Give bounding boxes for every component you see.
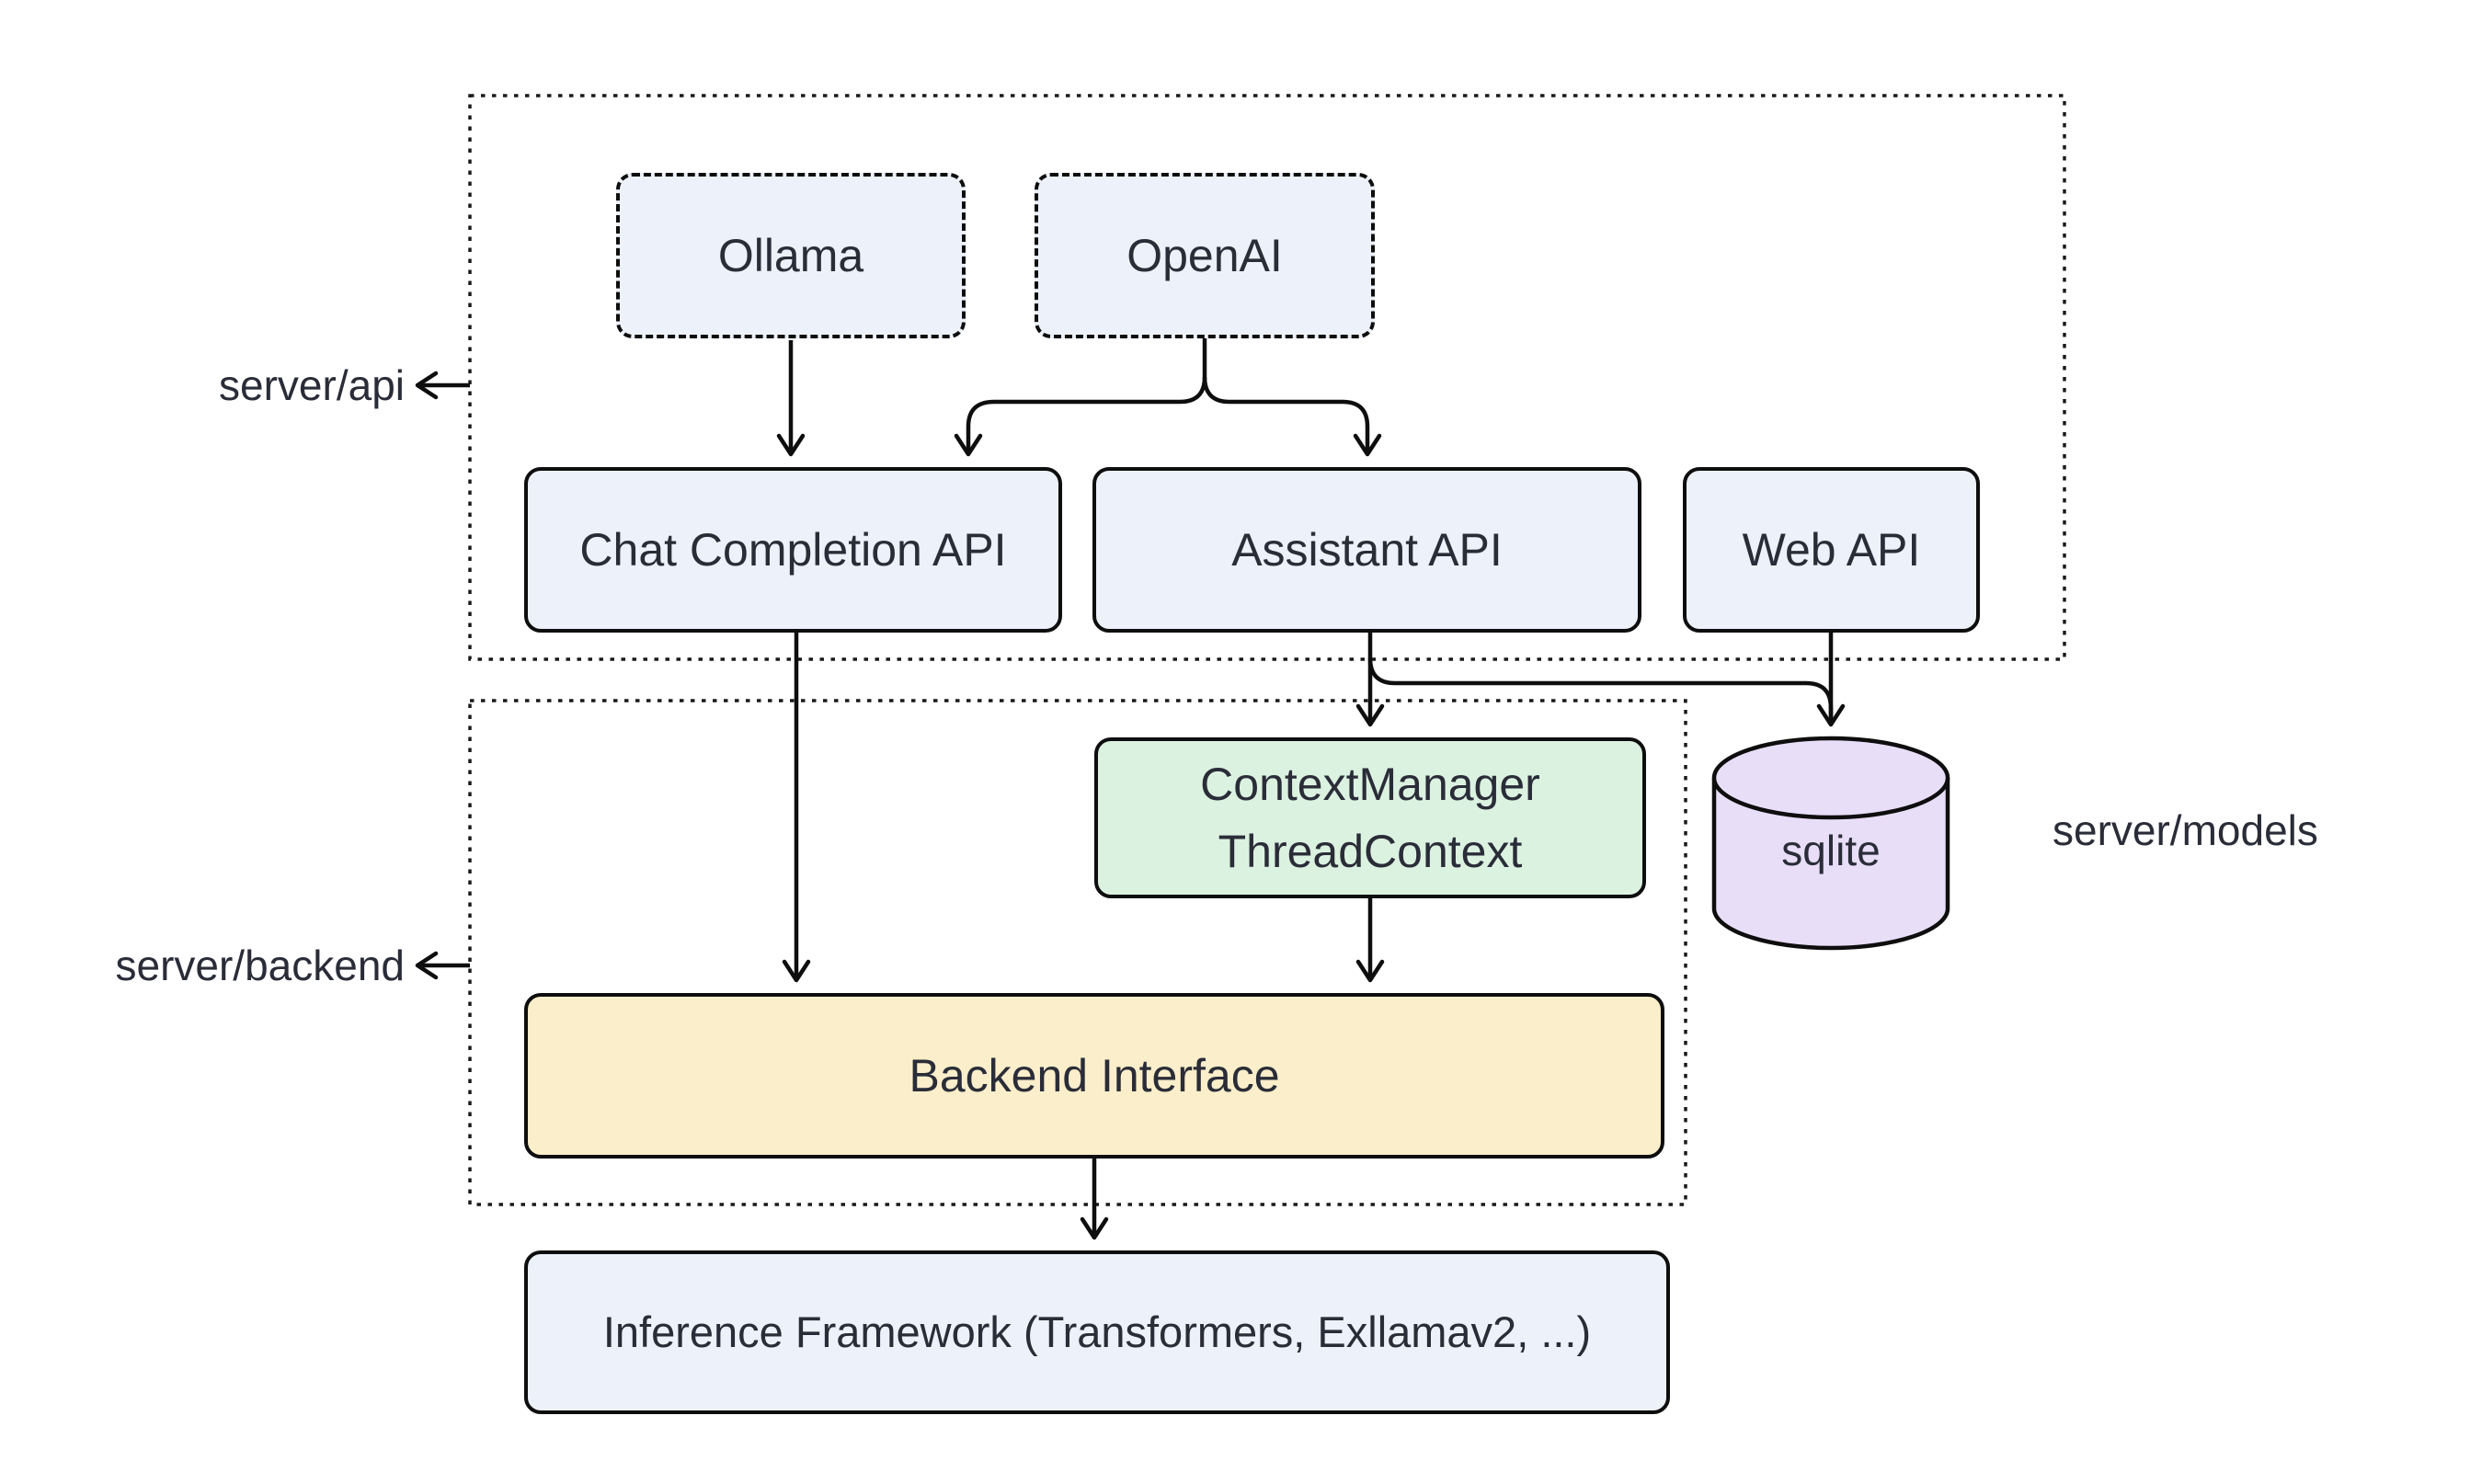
sqlite-cylinder	[1711, 736, 1950, 951]
node-web-api: Web API	[1683, 467, 1980, 633]
node-sqlite-label: sqlite	[1781, 827, 1881, 874]
server-api-label: server/api	[219, 361, 405, 409]
node-ollama: Ollama	[616, 173, 966, 338]
edges	[415, 338, 1846, 1240]
edge-assistant-api-to-sqlite	[1367, 657, 1834, 717]
node-assistant-api: Assistant API	[1092, 467, 1641, 633]
edge-openai-to-assistant-api	[1202, 376, 1382, 457]
server-backend-label: server/backend	[115, 942, 406, 989]
sqlite-cylinder-body	[1711, 778, 1950, 951]
server-api-container-border	[468, 94, 2066, 661]
node-context-manager: ContextManager ThreadContext	[1094, 737, 1646, 898]
node-openai: OpenAI	[1035, 173, 1375, 338]
node-backend-interface: Backend Interface	[524, 993, 1664, 1159]
node-inference-framework: Inference Framework (Transformers, Exlla…	[524, 1250, 1670, 1414]
edge-openai-to-chat-completion-api	[954, 376, 1207, 457]
node-chat-completion-api: Chat Completion API	[524, 467, 1062, 633]
server-models-label: server/models	[2053, 806, 2318, 854]
sqlite-cylinder-top	[1711, 736, 1950, 820]
server-backend-container-border	[468, 699, 1687, 1206]
